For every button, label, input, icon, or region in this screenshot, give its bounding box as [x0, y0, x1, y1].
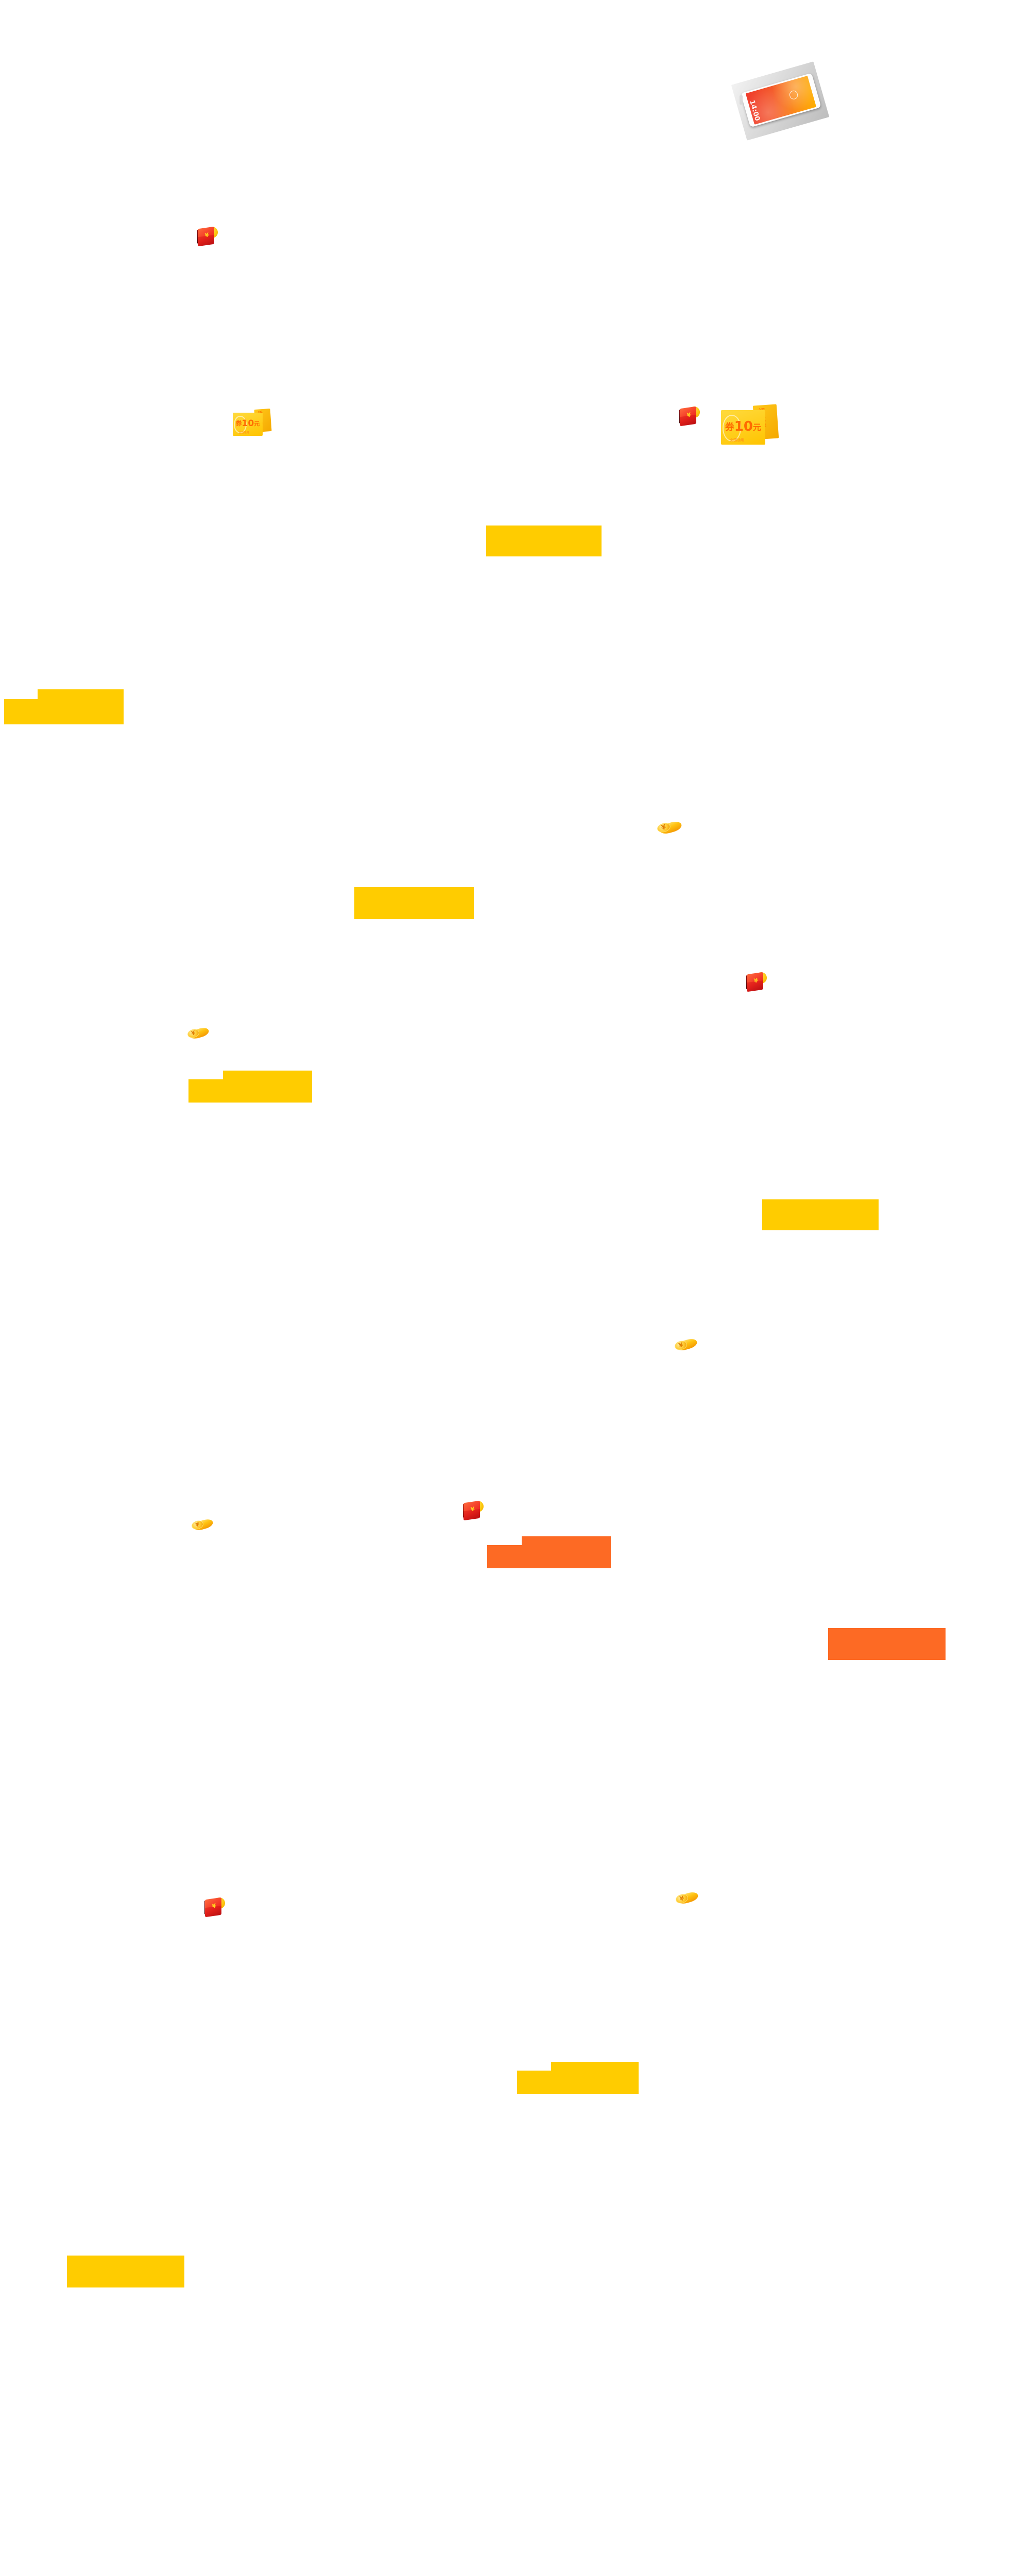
- placeholder-block-notch: [4, 699, 40, 724]
- red-envelope-icon[interactable]: ¥: [746, 971, 767, 992]
- red-envelope-icon[interactable]: ¥: [204, 1896, 226, 1918]
- placeholder-block-yellow: [188, 1071, 312, 1103]
- placeholder-block-body: [551, 2062, 639, 2094]
- placeholder-block-notch: [487, 1545, 524, 1568]
- placeholder-block-yellow: [67, 2256, 184, 2287]
- placeholder-block-yellow: [354, 887, 474, 919]
- coupon-circle-decor: [723, 415, 742, 442]
- coupon-unit-char: 元: [752, 422, 761, 432]
- yen-symbol-icon: ¥: [204, 231, 210, 239]
- gold-coin-icon[interactable]: ¥: [185, 1024, 211, 1042]
- coupon-circle-decor: [234, 415, 247, 434]
- placeholder-block-body: [223, 1071, 312, 1103]
- phone-clock-label: 14:00: [748, 99, 762, 123]
- yen-symbol-icon: ¥: [211, 1902, 217, 1910]
- smartphone-product-photo[interactable]: 14:00: [731, 61, 830, 141]
- coupon-amount-number: 10: [242, 418, 254, 429]
- placeholder-block-notch: [188, 1079, 226, 1103]
- placeholder-block-orange: [487, 1536, 611, 1568]
- gold-coin-icon[interactable]: ¥: [190, 1516, 215, 1533]
- gold-coin-icon[interactable]: ¥: [673, 1335, 699, 1354]
- red-envelope-icon[interactable]: ¥: [462, 1499, 484, 1521]
- placeholder-block-notch: [517, 2071, 554, 2094]
- phone-speaker-icon: [740, 95, 743, 105]
- coupon-note-label: 全国通用: [730, 438, 745, 443]
- coupon-amount-number: 10: [734, 418, 753, 434]
- gold-coin-icon[interactable]: ¥: [674, 1889, 700, 1907]
- coupon-note-label: 全国通用: [238, 431, 249, 434]
- red-envelope-icon[interactable]: ¥: [679, 405, 700, 427]
- placeholder-block-yellow: [486, 526, 602, 556]
- coupon-unit-char: 元: [254, 420, 260, 427]
- gold-coin-icon[interactable]: ¥: [655, 818, 684, 837]
- placeholder-block-yellow: [4, 689, 124, 724]
- yen-symbol-icon: ¥: [686, 411, 692, 419]
- placeholder-block-orange: [828, 1628, 946, 1660]
- yen-symbol-icon: ¥: [753, 977, 759, 985]
- placeholder-block-body: [37, 689, 124, 724]
- placeholder-block-yellow: [517, 2062, 639, 2094]
- screen-ring-widget-icon: [788, 90, 799, 100]
- red-envelope-icon[interactable]: ¥: [197, 225, 218, 247]
- placeholder-block-yellow: [762, 1199, 879, 1230]
- coupon-prefix-char: 券: [235, 420, 242, 428]
- yen-symbol-icon: ¥: [470, 1505, 475, 1513]
- coupon-prefix-char: 券: [725, 421, 734, 433]
- placeholder-block-body: [522, 1536, 611, 1568]
